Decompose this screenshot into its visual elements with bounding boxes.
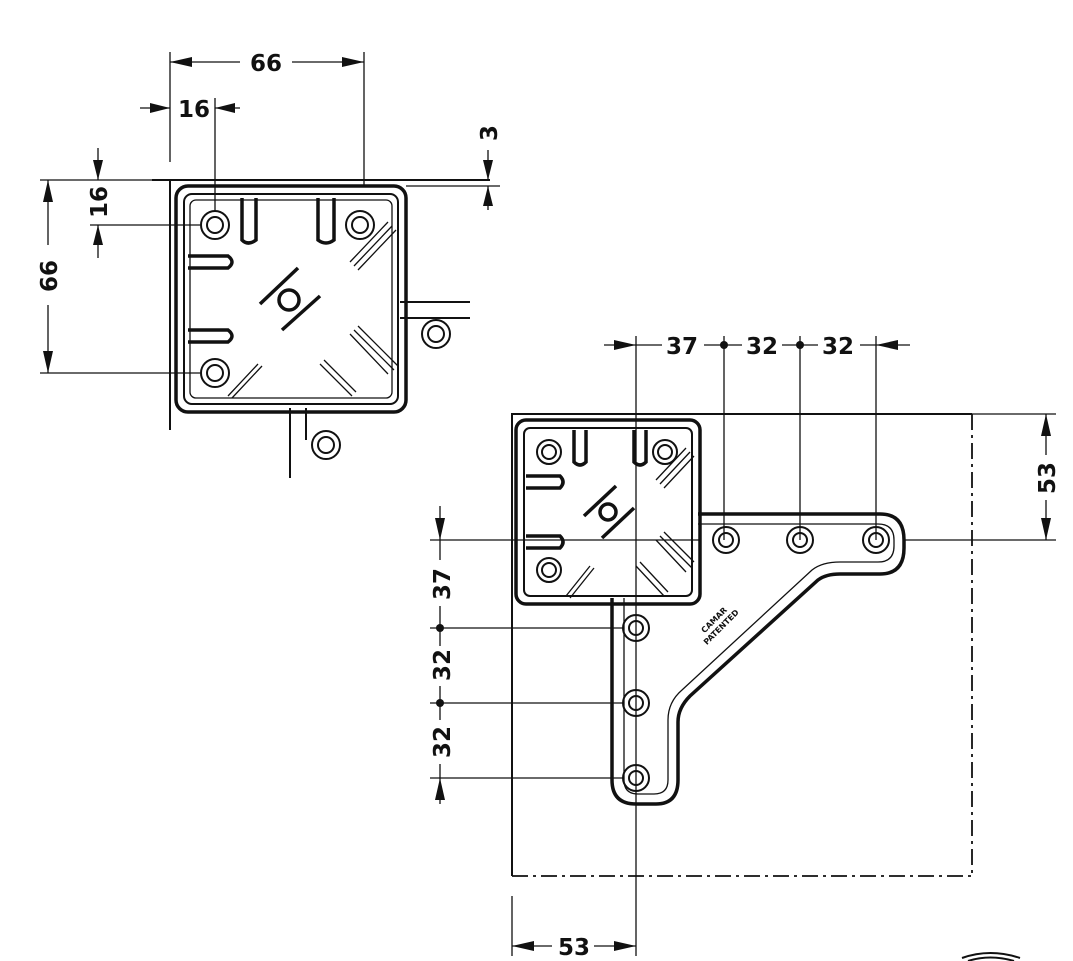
partial-edge-mark: [961, 952, 1021, 961]
label-h-spacing-3: 32: [822, 334, 854, 360]
leg-hole-bottom-left: [536, 557, 562, 583]
label-bottom-offset: 53: [558, 935, 590, 961]
center-mark: [258, 266, 322, 332]
diagonal-ribs: [227, 221, 399, 399]
corner-bracket: CAMAR PATENTED: [610, 512, 906, 806]
dim-horizontal-spacing: 37 32 32: [604, 334, 910, 956]
dim-hole-offset-y: 16: [87, 148, 200, 258]
label-hole-offset-x: 16: [178, 97, 210, 123]
bracket-hole-1: [712, 526, 740, 554]
label-h-spacing-2: 32: [746, 334, 778, 360]
label-v-spacing-3: 32: [430, 726, 456, 758]
dim-hole-offset-x: 16: [140, 97, 240, 212]
dim-right-offset: 53: [904, 413, 1061, 541]
brand-logo: CAMAR PATENTED: [700, 606, 741, 647]
label-top-height: 66: [37, 260, 63, 292]
dim-clearance: 3: [406, 125, 503, 210]
label-clearance: 3: [477, 125, 503, 141]
hole-top-right: [345, 210, 375, 240]
leg-center-mark: [582, 484, 636, 540]
dim-top-height: 66: [37, 179, 200, 374]
hole-bottom-left: [200, 358, 230, 388]
label-h-spacing-1: 37: [666, 334, 698, 360]
bottom-view-assembly: CAMAR PATENTED: [511, 413, 973, 877]
label-right-offset: 53: [1035, 462, 1061, 494]
dim-bottom-offset: 53: [511, 896, 636, 961]
bottom-view-leg: [514, 418, 702, 606]
dim-top-width: 66: [169, 51, 365, 186]
label-hole-offset-y: 16: [87, 186, 113, 218]
dim-vertical-spacing: 37 32 32: [430, 506, 700, 804]
label-v-spacing-1: 37: [430, 568, 456, 600]
leg-hole-top-right: [652, 439, 678, 465]
top-view-leg: [152, 179, 490, 478]
leg-hole-top-left: [536, 439, 562, 465]
label-top-width: 66: [250, 51, 282, 77]
hole-top-left: [200, 210, 230, 240]
label-v-spacing-2: 32: [430, 649, 456, 681]
